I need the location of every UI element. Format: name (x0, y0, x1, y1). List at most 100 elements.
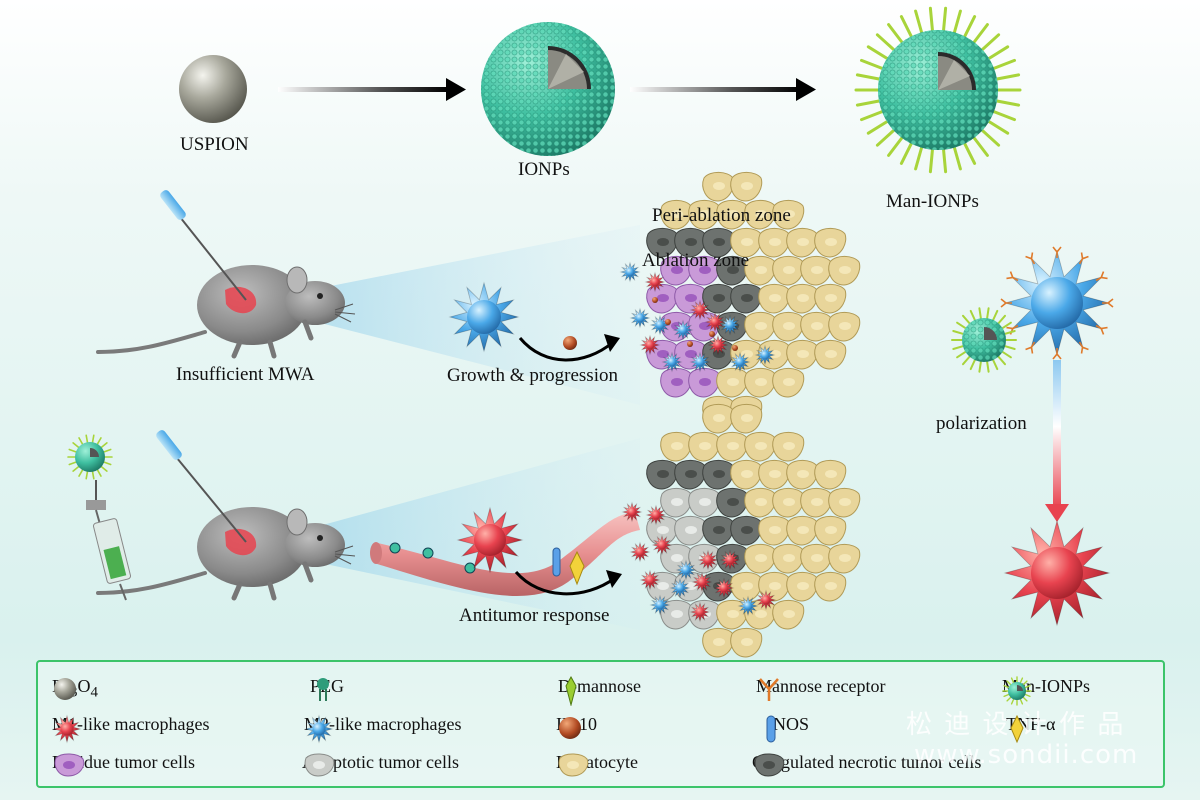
mannose-receptor (1006, 271, 1019, 282)
mannose-receptor (1095, 324, 1108, 335)
tissue-top (646, 171, 861, 426)
hepatocyte-cell (772, 255, 805, 286)
m1-macrophage-large (456, 506, 524, 574)
beam-top (270, 225, 640, 405)
polarization-arrow-head (1045, 504, 1069, 522)
man-ionps-particle (854, 6, 1022, 174)
hepatocyte-cell (744, 311, 777, 342)
tnf-molecule (569, 550, 585, 586)
m1-macrophage (707, 334, 729, 356)
hepatocyte-cell (758, 459, 791, 490)
il10-molecule (563, 336, 577, 350)
hepatocyte-cell (814, 227, 847, 258)
m2-macrophage (619, 261, 641, 283)
hepatocyte-cell (786, 571, 819, 602)
legend-mannose-receptor: Mannose receptor (756, 676, 885, 701)
mannose-receptor (1025, 341, 1036, 354)
hepatocyte-cell (786, 227, 819, 258)
curve-arrow-top (518, 337, 613, 362)
hepatocyte-cell (786, 339, 819, 370)
il10-dot (652, 297, 658, 303)
hepatocyte-cell (828, 487, 861, 518)
hepatocyte-cell (660, 431, 693, 462)
m2-macrophage (675, 559, 697, 581)
m2-macrophage (754, 344, 776, 366)
legend-man-ionps: Man-IONPs (1002, 676, 1090, 706)
hepatocyte-cell (730, 403, 763, 434)
apoptotic-tumor-cell (660, 487, 693, 518)
legend-box: Fe3O4 PEG D-mannose Mannose receptor Man… (36, 660, 1165, 788)
hepatocyte-cell (730, 227, 763, 258)
mannose-receptor (1095, 271, 1108, 282)
mouse-top (96, 190, 356, 359)
watermark-line2: www.sondii.com (914, 740, 1139, 770)
m2-macrophage-large (448, 281, 520, 353)
hepatocyte-cell (800, 543, 833, 574)
mannose-receptor (1102, 298, 1114, 308)
hepatocyte-cell (772, 431, 805, 462)
necrotic-cell (730, 283, 763, 314)
m2-macrophage (649, 594, 671, 616)
legend-apoptotic: Apoptotic tumor cells (302, 752, 459, 777)
peg-icon (317, 678, 329, 701)
watermark-line1: 松 迪 设 计 作 品 (906, 710, 1126, 740)
hepatocyte-cell (758, 515, 791, 546)
hepatocyte-cell (786, 459, 819, 490)
residue-tumor-cell (660, 367, 693, 398)
tissue-bottom (646, 403, 861, 658)
hepatocyte-cell (828, 255, 861, 286)
m2-macrophage (669, 577, 691, 599)
mannose-receptor (1052, 348, 1062, 360)
hepatocyte-cell (814, 459, 847, 490)
hepatocyte-cell (716, 431, 749, 462)
m1-macrophage-polarized (1003, 519, 1111, 627)
hepatocyte-cell (772, 543, 805, 574)
legend-il10: IL-10 (556, 714, 597, 739)
m2-macrophage (689, 351, 711, 373)
m2-macrophage (629, 307, 651, 329)
hepatocyte-cell (702, 171, 735, 202)
m1-macrophage (644, 271, 666, 293)
m1-macrophage (697, 549, 719, 571)
hepatocyte-cell (772, 199, 805, 230)
legend-tnf: TNF-α (1006, 714, 1055, 744)
hepatocyte-cell (772, 311, 805, 342)
fe3o4-icon (54, 678, 76, 700)
residue-tumor-cell-icon (54, 753, 85, 777)
mannose-receptor (1078, 252, 1089, 265)
hepatocyte-cell (688, 199, 721, 230)
legend-coagulated: Coagulated necrotic tumor cells (752, 752, 981, 777)
synthesis-arrow-1 (278, 78, 466, 101)
apoptotic-tumor-cell-icon (304, 753, 335, 777)
coagulated-necrotic-cell-icon (754, 753, 785, 777)
hepatocyte-cell (702, 403, 735, 434)
hepatocyte-cell (730, 171, 763, 202)
label-peri-ablation-zone: Peri-ablation zone (652, 205, 791, 226)
legend-macrophage-shape (52, 714, 82, 744)
hepatocyte-icon (558, 753, 589, 777)
mouse-bottom (96, 430, 356, 601)
legend-hepatocyte: Hepatocyte (556, 752, 638, 777)
apoptotic-tumor-cell (688, 487, 721, 518)
necrotic-cell (716, 487, 749, 518)
residue-tumor-cell (688, 255, 721, 286)
m2-macrophage (737, 595, 759, 617)
man-ionp-small-right (951, 307, 1017, 373)
hepatocyte-cell (744, 255, 777, 286)
il10-dot (732, 345, 738, 351)
m1-macrophage (621, 501, 643, 523)
mannose-receptor (1025, 252, 1036, 265)
hepatocyte-cell (716, 599, 749, 630)
hepatocyte-cell (758, 283, 791, 314)
hepatocyte-cell (730, 571, 763, 602)
hepatocyte-cell (688, 431, 721, 462)
mannose-receptor (1000, 298, 1012, 308)
hepatocyte-cell (800, 311, 833, 342)
hepatocyte-cell (814, 339, 847, 370)
residue-tumor-cell (688, 367, 721, 398)
legend-inos: iNOS (760, 714, 809, 743)
m1-macrophage (689, 299, 711, 321)
m1-macrophage (629, 541, 651, 563)
necrotic-cell (730, 515, 763, 546)
curve-arrow-bottom (514, 571, 616, 596)
